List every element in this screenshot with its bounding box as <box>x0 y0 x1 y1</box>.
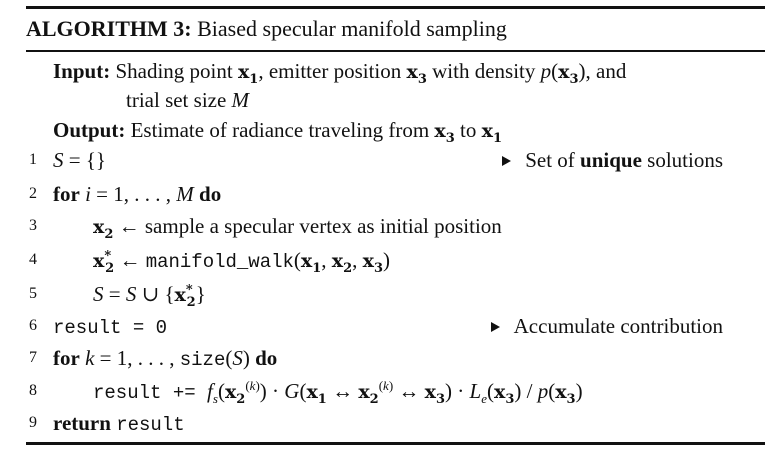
line-code: S = S ∪ {x*2} <box>93 282 206 310</box>
algorithm-box: ALGORITHM 3: Biased specular manifold sa… <box>26 6 765 446</box>
input-line: Input: Shading point x1, emitter positio… <box>53 59 627 87</box>
line-code: result = 0 <box>53 317 168 339</box>
input-text-d: , and <box>585 59 627 83</box>
x3-symbol: x3 <box>406 61 427 87</box>
input-line-2: trial set size M <box>126 85 249 115</box>
input-text-b: , emitter position <box>258 59 407 83</box>
algorithm-title: ALGORITHM 3: Biased specular manifold sa… <box>26 16 507 42</box>
line-comment: Set of unique solutions <box>502 145 723 175</box>
algo-line-4: 4 x*2 ← manifold_walk(x1, x2, x3) <box>26 245 765 275</box>
triangle-icon <box>490 322 500 332</box>
output-text-b: to <box>454 118 482 142</box>
density-symbol: p <box>540 59 552 83</box>
line-number: 8 <box>29 382 37 399</box>
line-number: 7 <box>29 349 37 366</box>
trial-size-var: M <box>231 88 250 112</box>
line-code: for k = 1, . . . , size(S) do <box>53 346 278 371</box>
algo-line-7: 7 for k = 1, . . . , size(S) do <box>26 343 765 373</box>
algorithm-name: Biased specular manifold sampling <box>197 16 507 41</box>
line-code: for i = 1, . . . , M do <box>53 182 222 206</box>
line-code: x2 ← sample a specular vertex as initial… <box>93 214 502 242</box>
line-number: 5 <box>29 285 37 302</box>
line-code: S = {} <box>53 148 107 172</box>
top-rule <box>26 6 765 9</box>
input-label: Input: <box>53 59 111 83</box>
line-number: 3 <box>29 217 37 234</box>
algo-line-5: 5 S = S ∪ {x*2} <box>26 279 765 309</box>
line-code: x*2 ← manifold_walk(x1, x2, x3) <box>93 248 391 276</box>
title-rule <box>26 50 765 52</box>
algo-line-3: 3 x2 ← sample a specular vertex as initi… <box>26 211 765 241</box>
algo-line-2: 2 for i = 1, . . . , M do <box>26 179 765 209</box>
input-text-e: trial set size <box>126 88 232 112</box>
line-number: 4 <box>29 251 37 268</box>
output-label: Output: <box>53 118 126 142</box>
line-number: 6 <box>29 317 37 334</box>
line-number: 9 <box>29 414 37 431</box>
algo-line-6: 6 result = 0 Accumulate contribution <box>26 311 765 341</box>
bottom-rule <box>26 442 765 445</box>
algo-line-9: 9 return result <box>26 408 765 438</box>
line-code: return result <box>53 411 185 436</box>
triangle-icon <box>502 156 512 166</box>
line-code: result += fs(x2(k)) · G(x1 ↔ x2(k) ↔ x3)… <box>93 378 583 407</box>
x1-symbol: x1 <box>237 61 259 87</box>
line-number: 2 <box>29 185 37 202</box>
line-number: 1 <box>29 151 37 168</box>
algo-line-1: 1 S = {} Set of unique solutions <box>26 145 765 175</box>
algorithm-label: ALGORITHM 3: <box>26 16 192 41</box>
line-comment: Accumulate contribution <box>490 311 723 341</box>
algo-line-8: 8 result += fs(x2(k)) · G(x1 ↔ x2(k) ↔ x… <box>26 376 765 406</box>
output-line: Output: Estimate of radiance traveling f… <box>53 118 502 146</box>
input-text-c: with density <box>426 59 541 83</box>
input-text-a: Shading point <box>115 59 238 83</box>
output-text-a: Estimate of radiance traveling from <box>130 118 435 142</box>
